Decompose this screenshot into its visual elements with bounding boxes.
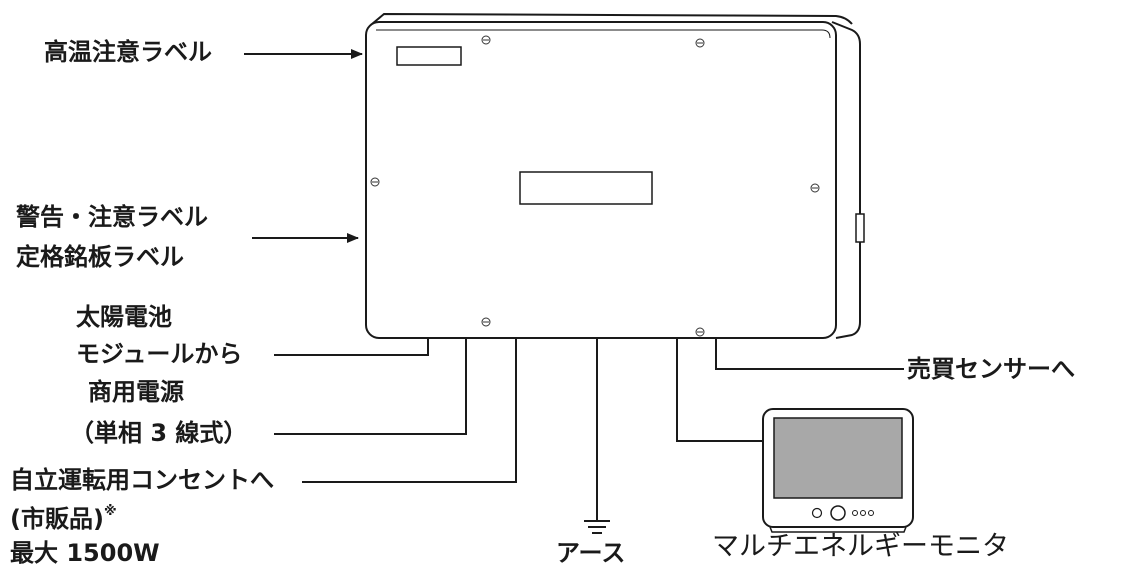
grid-power-text-line1: 商用電源 [88, 378, 184, 406]
monitor-wire [676, 338, 766, 442]
outlet-text-retail: (市販品) [10, 505, 104, 533]
high-temp-label-text: 高温注意ラベル [44, 38, 212, 66]
panel-screw [481, 35, 491, 45]
monitor-button-icon [811, 507, 823, 519]
monitor-base [769, 526, 907, 533]
panel-screw [481, 317, 491, 327]
monitor-screen [773, 417, 903, 499]
unit-top-edge [371, 12, 853, 25]
multi-energy-monitor [762, 408, 914, 533]
outlet-text-line3: 最大 1500W [10, 539, 160, 565]
sensor-wire [715, 338, 904, 370]
monitor-indicator-icon [852, 510, 858, 516]
side-bracket [855, 213, 865, 243]
monitor-text: マルチエネルギーモニタ [712, 531, 1009, 562]
solar-wire [274, 338, 429, 356]
outlet-note-mark: ※ [103, 504, 117, 519]
unit-side-panel [831, 21, 861, 339]
monitor-indicator-icon [860, 510, 866, 516]
rating-plate-label-text: 定格銘板ラベル [16, 243, 184, 271]
warning-label-text: 警告・注意ラベル [16, 203, 208, 231]
panel-screw [695, 38, 705, 48]
ground-text: アース [556, 539, 626, 565]
high-temp-label-plate [396, 46, 462, 66]
grid-wire [274, 338, 467, 435]
ground-symbol-icon [584, 520, 610, 534]
solar-source-text-line2: モジュールから [76, 340, 243, 368]
center-label-plate [519, 171, 653, 205]
outlet-text-line1: 自立運転用コンセントへ [10, 466, 274, 494]
sensor-text: 売買センサーへ [907, 355, 1075, 383]
monitor-indicator-icon [868, 510, 874, 516]
panel-screw [370, 177, 380, 187]
monitor-power-button-icon [830, 505, 846, 521]
panel-screw [810, 183, 820, 193]
unit-inner-bevel [376, 29, 831, 39]
grid-power-text-line2: （単相 3 線式） [70, 419, 248, 447]
power-conditioner-unit [365, 12, 865, 339]
outlet-text-line2: (市販品)※ [10, 504, 117, 533]
panel-screw [695, 327, 705, 337]
outlet-wire [302, 338, 517, 483]
solar-source-text-line1: 太陽電池 [76, 303, 172, 331]
